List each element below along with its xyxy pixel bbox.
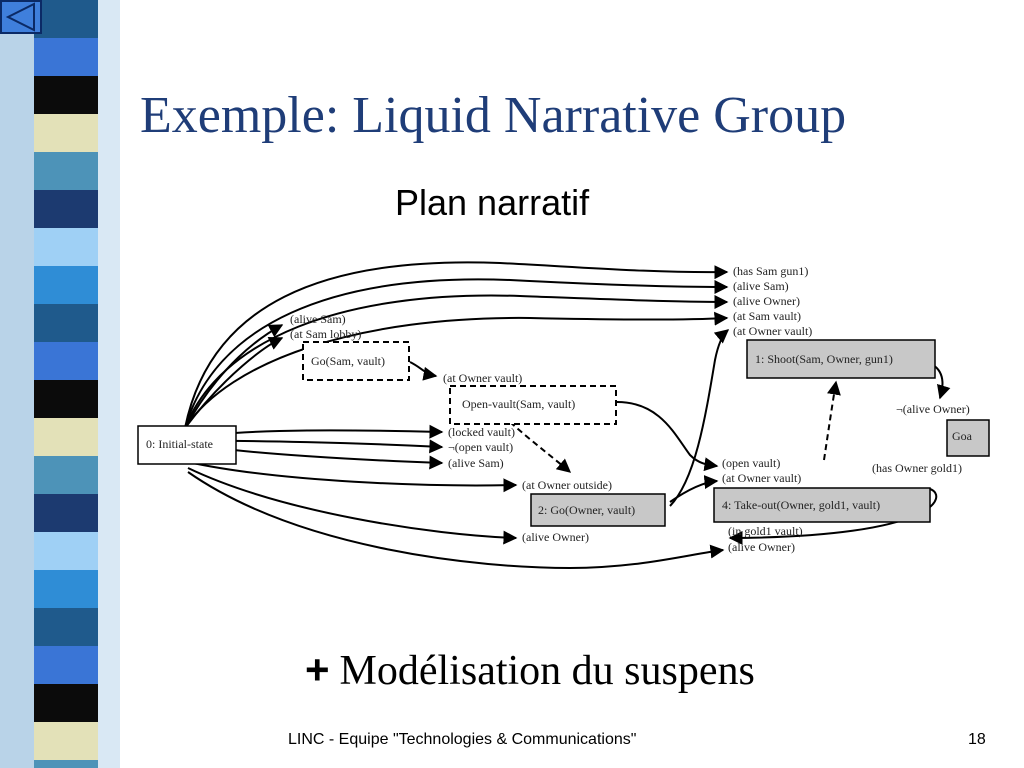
slide-title: Exemple: Liquid Narrative Group bbox=[140, 87, 847, 144]
svg-text:Goa: Goa bbox=[952, 429, 973, 443]
stripe-block bbox=[34, 0, 98, 38]
stripe-block bbox=[34, 760, 98, 768]
stripe-block bbox=[34, 418, 98, 456]
svg-text:(in gold1 vault): (in gold1 vault) bbox=[728, 524, 803, 538]
triangle-left-icon bbox=[5, 2, 35, 32]
stripe-block bbox=[34, 608, 98, 646]
svg-text:(alive Sam): (alive Sam) bbox=[733, 279, 789, 293]
svg-text:(alive Owner): (alive Owner) bbox=[733, 294, 800, 308]
svg-text:(at Owner vault): (at Owner vault) bbox=[722, 471, 801, 485]
svg-text:4: Take-out(Owner, gold1, vaul: 4: Take-out(Owner, gold1, vault) bbox=[722, 498, 880, 512]
back-button[interactable] bbox=[0, 0, 42, 34]
stripe-block bbox=[34, 684, 98, 722]
decorative-stripe bbox=[0, 0, 120, 768]
svg-text:(has Owner gold1): (has Owner gold1) bbox=[872, 461, 962, 475]
svg-text:(locked vault): (locked vault) bbox=[448, 425, 515, 439]
threat-links bbox=[509, 380, 841, 473]
stripe-block bbox=[34, 228, 98, 266]
stripe-block bbox=[34, 76, 98, 114]
stripe-block bbox=[34, 342, 98, 380]
stripe-block bbox=[34, 570, 98, 608]
step-go-owner: 2: Go(Owner, vault) bbox=[530, 493, 666, 527]
svg-text:0: Initial-state: 0: Initial-state bbox=[146, 437, 213, 451]
svg-text:(at Sam vault): (at Sam vault) bbox=[733, 309, 801, 323]
slide-footer: LINC - Equipe "Technologies & Communicat… bbox=[288, 731, 637, 748]
step-take-out: 4: Take-out(Owner, gold1, vault) bbox=[713, 487, 931, 523]
svg-text:(alive Sam): (alive Sam) bbox=[290, 312, 346, 326]
svg-text:(at Sam lobby): (at Sam lobby) bbox=[290, 327, 361, 341]
stripe-block bbox=[34, 380, 98, 418]
svg-text:(alive Owner): (alive Owner) bbox=[522, 530, 589, 544]
narrative-plan-diagram: 0: Initial-state Go(Sam, vault) Open-vau… bbox=[137, 261, 990, 570]
stripe-edge bbox=[98, 0, 120, 768]
stripe-block bbox=[34, 722, 98, 760]
slide-subtitle: Plan narratif bbox=[395, 182, 590, 223]
stripe-block bbox=[34, 456, 98, 494]
svg-text:(has Sam gun1): (has Sam gun1) bbox=[733, 264, 808, 278]
step-open-vault: Open-vault(Sam, vault) bbox=[449, 385, 617, 425]
svg-text:(alive Sam): (alive Sam) bbox=[448, 456, 504, 470]
page-number: 18 bbox=[968, 731, 986, 748]
stripe-block bbox=[34, 152, 98, 190]
svg-text:(alive Owner): (alive Owner) bbox=[728, 540, 795, 554]
stripe-block bbox=[34, 532, 98, 570]
stripe-block bbox=[34, 494, 98, 532]
svg-text:(open vault): (open vault) bbox=[722, 456, 780, 470]
svg-text:(at Owner vault): (at Owner vault) bbox=[733, 324, 812, 338]
svg-text:Open-vault(Sam, vault): Open-vault(Sam, vault) bbox=[462, 397, 575, 411]
stripe-block bbox=[34, 38, 98, 76]
svg-text:(at Owner vault): (at Owner vault) bbox=[443, 371, 522, 385]
step-goal: Goa bbox=[946, 419, 990, 457]
stripe-block bbox=[34, 266, 98, 304]
stripe-block bbox=[34, 646, 98, 684]
bullet-point: +Modélisation du suspens bbox=[305, 646, 755, 695]
stripe-block bbox=[34, 190, 98, 228]
svg-text:¬(alive Owner): ¬(alive Owner) bbox=[896, 402, 970, 416]
step-go-sam: Go(Sam, vault) bbox=[302, 341, 410, 381]
condition-labels: (has Sam gun1) (alive Sam) (alive Owner)… bbox=[290, 264, 970, 554]
svg-text:2: Go(Owner, vault): 2: Go(Owner, vault) bbox=[538, 503, 635, 517]
step-shoot: 1: Shoot(Sam, Owner, gun1) bbox=[746, 339, 936, 379]
svg-text:1: Shoot(Sam, Owner, gun1): 1: Shoot(Sam, Owner, gun1) bbox=[755, 352, 893, 366]
svg-text:¬(open vault): ¬(open vault) bbox=[448, 440, 513, 454]
svg-text:(at Owner outside): (at Owner outside) bbox=[522, 478, 612, 492]
stripe-block bbox=[34, 304, 98, 342]
svg-text:Go(Sam, vault): Go(Sam, vault) bbox=[311, 354, 385, 368]
stripe-block bbox=[34, 114, 98, 152]
bullet-text: Modélisation du suspens bbox=[339, 648, 755, 694]
plus-bullet-icon: + bbox=[305, 646, 330, 693]
step-initial: 0: Initial-state bbox=[137, 425, 237, 465]
